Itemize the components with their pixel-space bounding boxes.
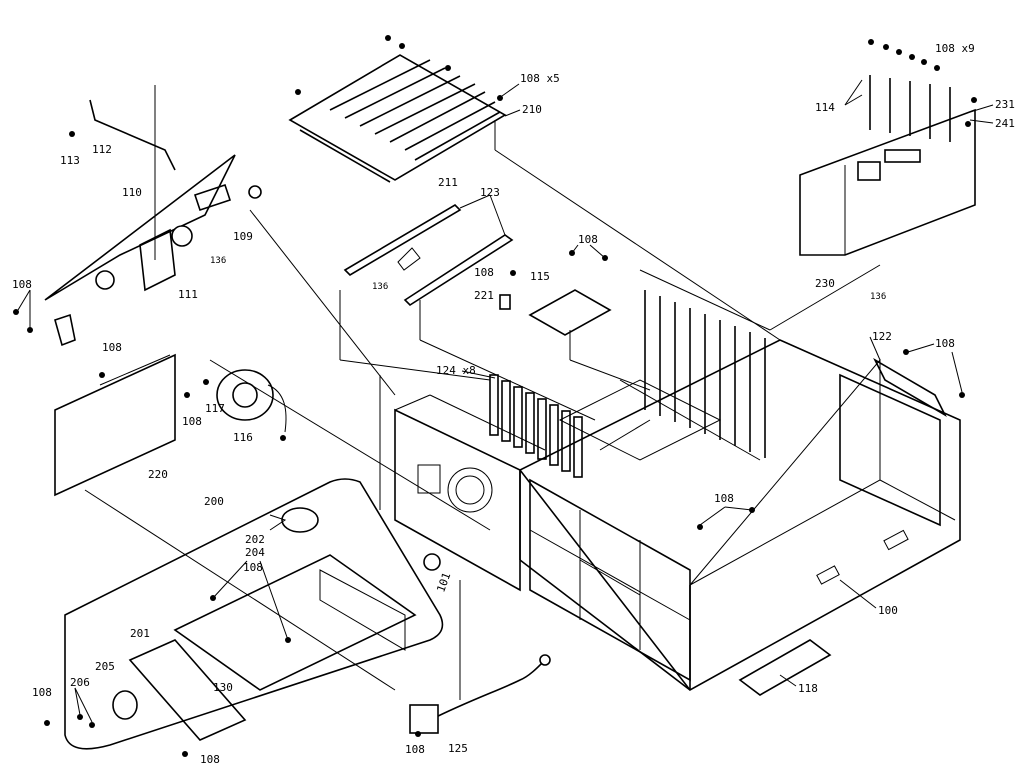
label-108-i: 108: [405, 743, 425, 756]
label-206: 206: [70, 676, 90, 689]
label-108x9: 108 x9: [935, 42, 975, 55]
label-100: 100: [878, 604, 898, 617]
power-supply-200: [64, 478, 444, 750]
label-125: 125: [448, 742, 468, 755]
label-108-h: 108: [578, 233, 598, 246]
callout-labels: 113 112 110 109 136 111 108 108 108 117 …: [12, 42, 1015, 766]
label-220: 220: [148, 468, 168, 481]
label-230: 230: [815, 277, 835, 290]
label-108-c: 108: [182, 415, 202, 428]
bracket-115: [499, 289, 612, 336]
label-116: 116: [233, 431, 253, 444]
rails-123: [343, 203, 514, 307]
bracket-122: [873, 357, 947, 418]
label-114: 114: [815, 101, 835, 114]
label-108x5: 108 x5: [520, 72, 560, 85]
label-136-c: 136: [870, 292, 886, 302]
label-136-a: 136: [210, 256, 226, 266]
label-211: 211: [438, 176, 458, 189]
cable-125: [409, 654, 551, 734]
label-109: 109: [233, 230, 253, 243]
label-241: 241: [995, 117, 1015, 130]
label-210: 210: [522, 103, 542, 116]
label-113: 113: [60, 154, 80, 167]
label-124x8: 124 x8: [436, 364, 476, 377]
label-101: 101: [434, 571, 453, 594]
label-200: 200: [204, 495, 224, 508]
label-221: 221: [474, 289, 494, 302]
label-110: 110: [122, 186, 142, 199]
label-201: 201: [130, 627, 150, 640]
label-108-g: 108: [474, 266, 494, 279]
card-guides-124: [489, 374, 583, 478]
fan-101: [423, 553, 441, 571]
label-111: 111: [178, 288, 198, 301]
label-115: 115: [530, 270, 550, 283]
label-130: 130: [213, 681, 233, 694]
card-220: [54, 353, 176, 497]
label-108-f: 108: [200, 753, 220, 766]
label-108-a: 108: [12, 278, 32, 291]
label-123: 123: [480, 186, 500, 199]
label-108-d: 108: [243, 561, 263, 574]
label-108-b: 108: [102, 341, 122, 354]
label-202: 202: [245, 533, 265, 546]
bracket-assembly-110: [44, 99, 262, 347]
leader-lines: [84, 85, 881, 700]
label-108-e: 108: [32, 686, 52, 699]
speaker-116: [216, 369, 287, 433]
callout-pointers: [17, 79, 994, 723]
label-118: 118: [798, 682, 818, 695]
label-108-j: 108: [714, 492, 734, 505]
label-117: 117: [205, 402, 225, 415]
label-122: 122: [872, 330, 892, 343]
label-205: 205: [95, 660, 115, 673]
label-204: 204: [245, 546, 265, 559]
board-230: [799, 75, 976, 256]
label-112: 112: [92, 143, 112, 156]
label-231: 231: [995, 98, 1015, 111]
card-board-210: [288, 54, 507, 183]
label-136-b: 136: [372, 282, 388, 292]
label-108-k: 108: [935, 337, 955, 350]
